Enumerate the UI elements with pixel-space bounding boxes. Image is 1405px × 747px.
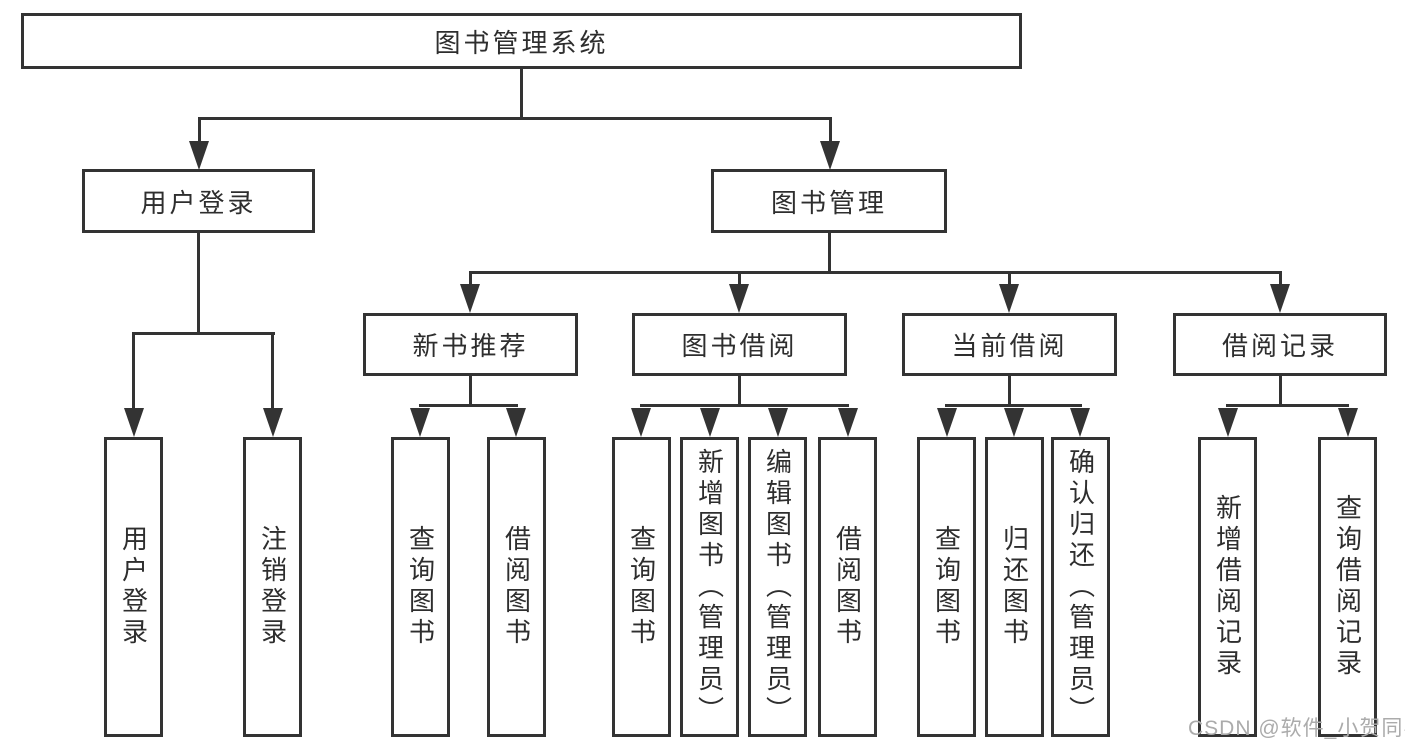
- connector-login-drop-right: [271, 334, 274, 409]
- leaf-edit-book-admin: 编辑图书（管理员）: [748, 437, 807, 737]
- arrow-into-leaf-return-book: [1004, 408, 1024, 437]
- connector-login-hbar: [132, 332, 275, 335]
- connector-mgmt-drop-4: [1279, 273, 1282, 285]
- arrow-into-book-management: [820, 141, 840, 170]
- leaf-confirm-return-admin: 确认归还（管理员）: [1051, 437, 1110, 737]
- connector-borrow-hbar: [640, 404, 849, 407]
- leaf-user-login: 用户登录: [104, 437, 163, 737]
- connector-borrow-stem: [738, 376, 741, 406]
- leaf-query-books-current: 查询图书: [917, 437, 976, 737]
- arrow-into-leaf-query-books-recommend: [410, 408, 430, 437]
- arrow-into-book-borrow: [729, 284, 749, 313]
- arrow-into-leaf-edit-book-admin: [768, 408, 788, 437]
- connector-mgmt-hbar: [469, 271, 1282, 274]
- connector-mgmt-stem: [828, 233, 831, 273]
- connector-mgmt-drop-3: [1008, 273, 1011, 285]
- arrow-into-leaf-confirm-return-admin: [1070, 408, 1090, 437]
- leaf-return-book: 归还图书: [985, 437, 1044, 737]
- arrow-into-new-book-recommend: [460, 284, 480, 313]
- connector-recommend-hbar: [419, 404, 518, 407]
- node-book-borrow: 图书借阅: [632, 313, 847, 376]
- leaf-query-books-recommend: 查询图书: [391, 437, 450, 737]
- connector-mgmt-drop-1: [469, 273, 472, 285]
- node-root: 图书管理系统: [21, 13, 1022, 69]
- connector-root-drop-left: [198, 119, 201, 143]
- arrow-into-leaf-query-books-borrow: [631, 408, 651, 437]
- node-user-login: 用户登录: [82, 169, 315, 233]
- arrow-into-user-login: [189, 141, 209, 170]
- leaf-logout: 注销登录: [243, 437, 302, 737]
- arrow-into-borrow-records: [1270, 284, 1290, 313]
- connector-mgmt-drop-2: [738, 273, 741, 285]
- node-book-management: 图书管理: [711, 169, 947, 233]
- connector-login-stem: [197, 233, 200, 334]
- connector-login-drop-left: [132, 334, 135, 409]
- arrow-into-leaf-add-borrow-record: [1218, 408, 1238, 437]
- connector-root-hbar: [198, 117, 832, 120]
- connector-records-hbar: [1226, 404, 1349, 407]
- connector-root-stem: [520, 69, 523, 119]
- arrow-into-leaf-query-borrow-record: [1338, 408, 1358, 437]
- csdn-watermark: CSDN @软件_小贺同学: [1188, 717, 1405, 740]
- arrow-into-leaf-user-login: [124, 408, 144, 437]
- connector-root-drop-right: [829, 119, 832, 143]
- connector-records-stem: [1279, 376, 1282, 406]
- leaf-query-borrow-record: 查询借阅记录: [1318, 437, 1377, 737]
- node-borrow-records: 借阅记录: [1173, 313, 1387, 376]
- leaf-query-books-borrow: 查询图书: [612, 437, 671, 737]
- connector-recommend-stem: [469, 376, 472, 406]
- connector-current-stem: [1008, 376, 1011, 406]
- leaf-add-book-admin: 新增图书（管理员）: [680, 437, 739, 737]
- node-current-borrow: 当前借阅: [902, 313, 1117, 376]
- leaf-add-borrow-record: 新增借阅记录: [1198, 437, 1257, 737]
- node-new-book-recommend: 新书推荐: [363, 313, 578, 376]
- arrow-into-leaf-add-book-admin: [700, 408, 720, 437]
- arrow-into-leaf-borrow-books-recommend: [506, 408, 526, 437]
- arrow-into-leaf-query-books-current: [937, 408, 957, 437]
- connector-current-hbar: [945, 404, 1082, 407]
- leaf-borrow-books-recommend: 借阅图书: [487, 437, 546, 737]
- leaf-borrow-books: 借阅图书: [818, 437, 877, 737]
- arrow-into-current-borrow: [999, 284, 1019, 313]
- arrow-into-leaf-borrow-books: [838, 408, 858, 437]
- arrow-into-leaf-logout: [263, 408, 283, 437]
